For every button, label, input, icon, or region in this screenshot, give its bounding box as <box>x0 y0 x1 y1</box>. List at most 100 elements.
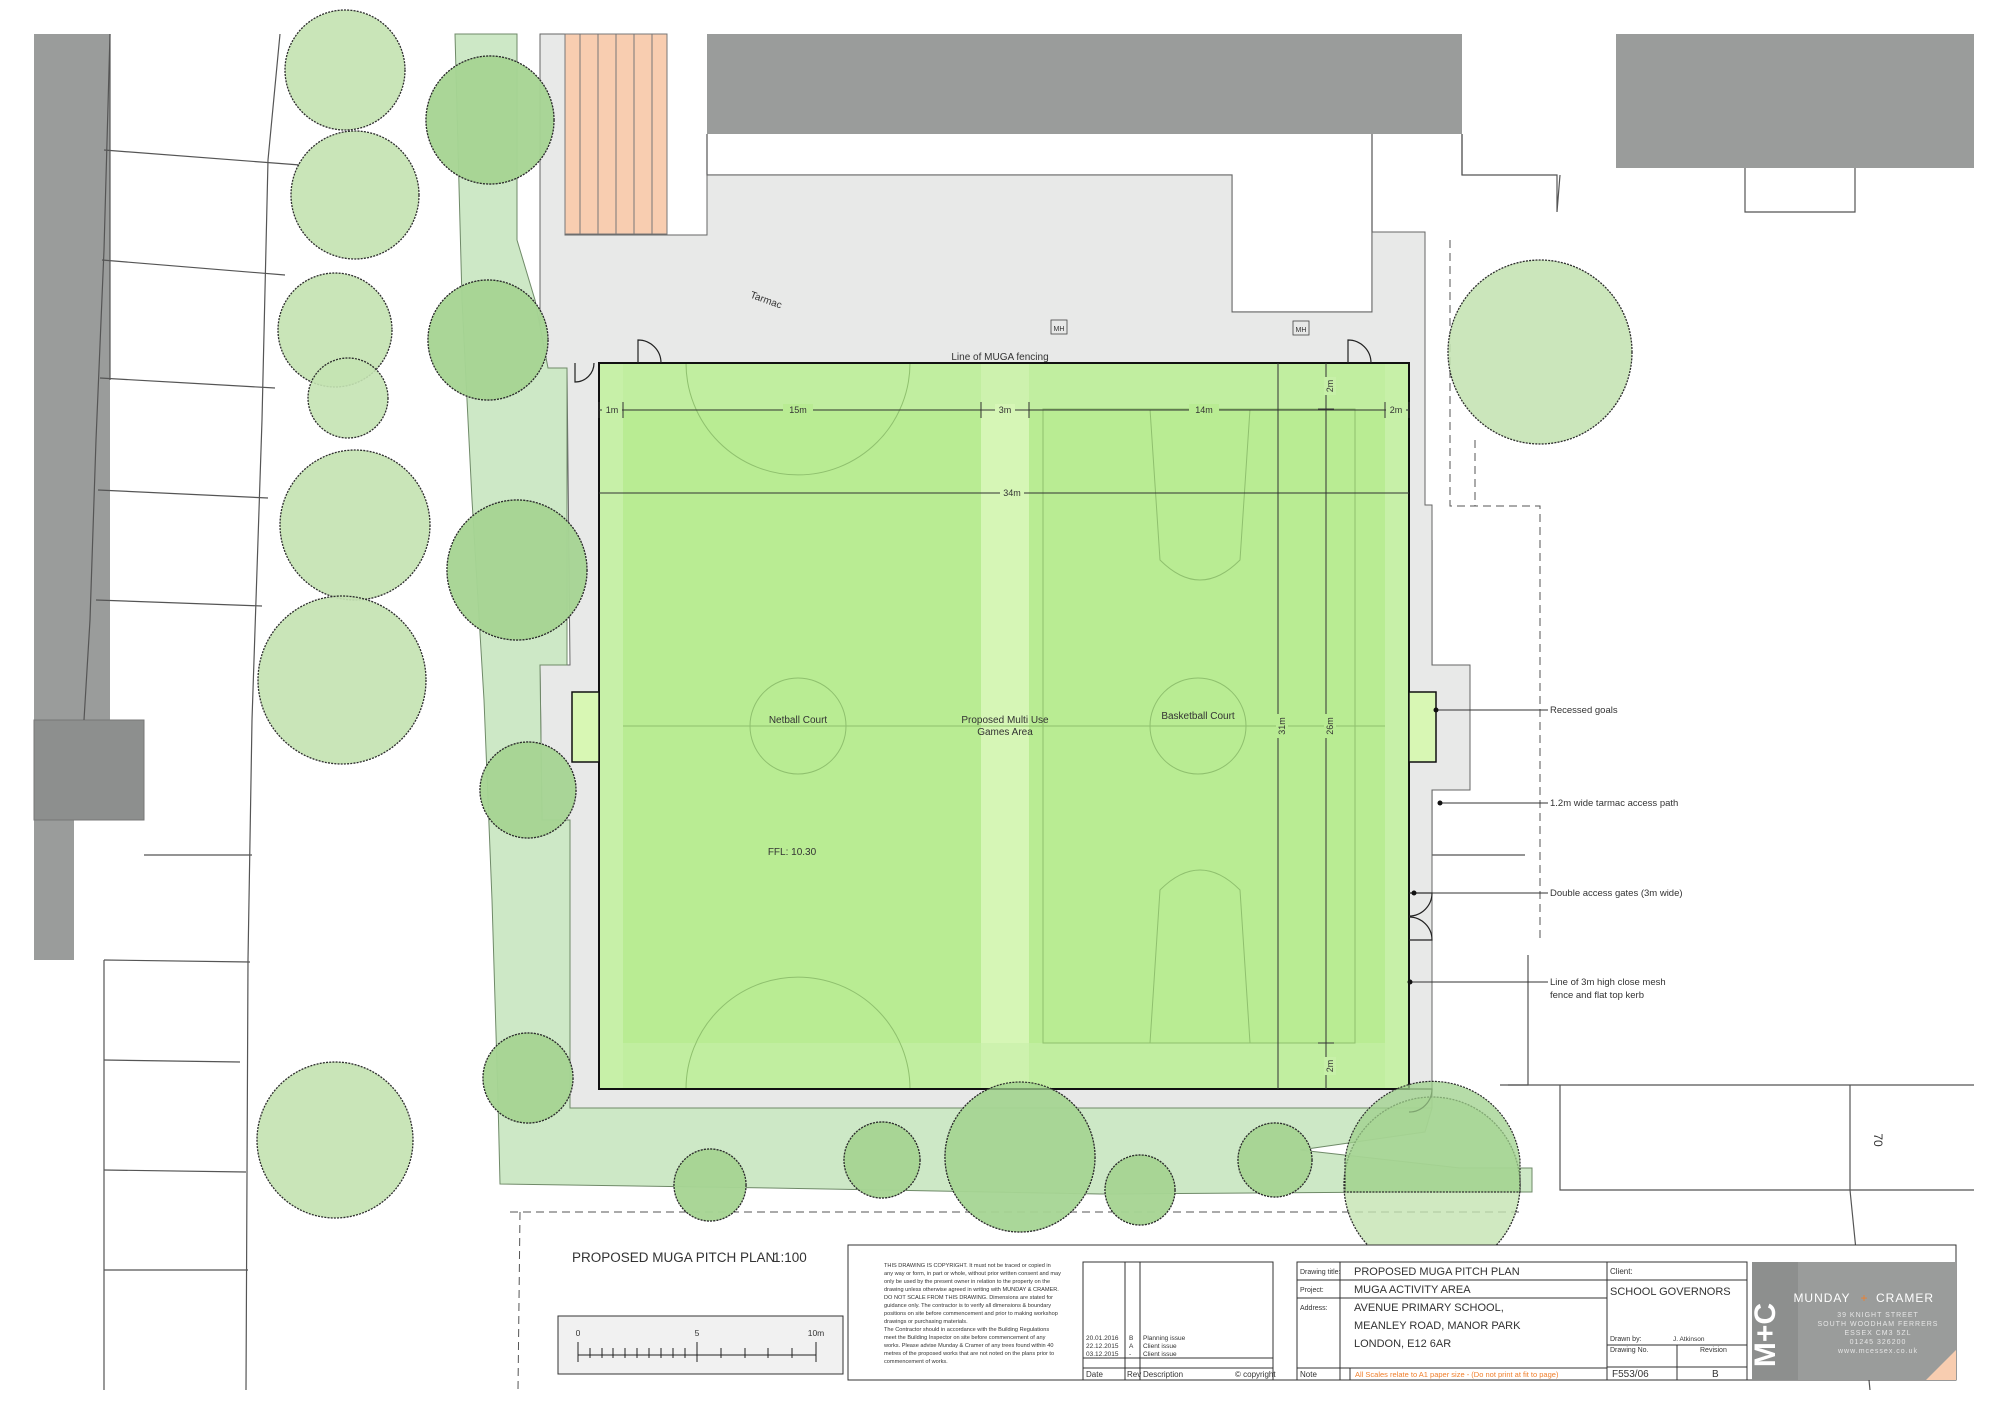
tree <box>482 1032 574 1124</box>
address-line-3: LONDON, E12 6AR <box>1354 1338 1451 1350</box>
svg-text:Drawing No.: Drawing No. <box>1610 1347 1649 1354</box>
drawing-details: Drawing title: PROPOSED MUGA PITCH PLAN … <box>1300 1266 1731 1380</box>
drawing-number: F553/06 <box>1612 1369 1649 1380</box>
ffl-label: FFL: 10.30 <box>768 847 817 858</box>
recessed-goal-east <box>1408 691 1437 763</box>
dim-2m-east: 2m <box>1390 405 1403 415</box>
svg-text:commencement of works.: commencement of works. <box>884 1359 948 1365</box>
svg-text:The Contractor should in accor: The Contractor should in accordance with… <box>884 1327 1049 1333</box>
tree <box>479 741 577 839</box>
tree <box>257 595 427 765</box>
svg-text:Address:: Address: <box>1300 1305 1328 1312</box>
tree <box>256 1061 414 1219</box>
svg-text:positions on site before comme: positions on site before commencement an… <box>884 1311 1058 1317</box>
svg-text:J. Atkinson: J. Atkinson <box>1673 1336 1705 1343</box>
gates <box>574 339 1433 1113</box>
svg-text:A: A <box>1129 1343 1134 1350</box>
tree <box>284 9 406 131</box>
scale-tick-10: 10m <box>808 1328 825 1338</box>
fence-line-label: Line of MUGA fencing <box>951 352 1048 363</box>
tree <box>1104 1154 1176 1226</box>
basketball-court-label: Basketball Court <box>1161 711 1235 722</box>
svg-text:20.01.2016: 20.01.2016 <box>1086 1335 1119 1342</box>
pitch-run-off-south <box>623 1043 1385 1089</box>
cycle-shelter <box>564 33 668 235</box>
svg-text:Client issue: Client issue <box>1143 1343 1177 1350</box>
tree-canopy-overlaps <box>425 55 1521 1233</box>
pitch-run-off-east <box>1385 363 1409 1089</box>
plan-scale: 1:100 <box>773 1250 807 1265</box>
manhole-2: MH <box>1292 320 1310 336</box>
svg-text:MH: MH <box>1296 327 1307 334</box>
pitch-run-off-west <box>599 363 623 1089</box>
company-plus: + <box>1860 1291 1867 1305</box>
svg-text:DO NOT SCALE FROM THIS DRAWING: DO NOT SCALE FROM THIS DRAWING. Dimensio… <box>884 1295 1053 1301</box>
tree <box>277 272 393 388</box>
svg-text:39 KNIGHT STREET: 39 KNIGHT STREET <box>1837 1312 1919 1319</box>
tree <box>290 130 420 260</box>
dim-2m-bottom: 2m <box>1325 1060 1335 1073</box>
dim-2m-top: 2m <box>1325 380 1335 393</box>
muga-label-line1: Proposed Multi Use <box>961 715 1049 726</box>
tree <box>425 55 555 185</box>
plan-title-block: PROPOSED MUGA PITCH PLAN 1:100 0 5 10m <box>557 1250 844 1375</box>
netball-court-label: Netball Court <box>769 715 828 726</box>
svg-text:Planning issue: Planning issue <box>1143 1335 1186 1342</box>
scale-bar-box <box>557 1315 844 1375</box>
pitch-run-off-north <box>623 363 1385 409</box>
annotation-access-path: 1.2m wide tarmac access path <box>1550 798 1678 809</box>
dim-34m: 34m <box>1003 488 1021 498</box>
copyright-notes: THIS DRAWING IS COPYRIGHT. It must not b… <box>883 1263 1061 1365</box>
drawing-title: PROPOSED MUGA PITCH PLAN <box>1354 1266 1520 1278</box>
svg-text:www.mcessex.co.uk: www.mcessex.co.uk <box>1837 1348 1918 1355</box>
revision-letter: B <box>1712 1369 1719 1380</box>
existing-buildings <box>33 34 1974 960</box>
svg-text:22.12.2015: 22.12.2015 <box>1086 1343 1119 1350</box>
scale-bar <box>577 1342 817 1362</box>
tree <box>427 279 549 401</box>
svg-text:SOUTH WOODHAM FERRERS: SOUTH WOODHAM FERRERS <box>1818 1321 1939 1328</box>
svg-text:THIS DRAWING IS COPYRIGHT. It: THIS DRAWING IS COPYRIGHT. It must not b… <box>884 1263 1051 1269</box>
tree <box>446 499 588 641</box>
tree <box>1344 1080 1521 1193</box>
svg-text:Project:: Project: <box>1300 1287 1324 1294</box>
tree <box>1237 1122 1313 1198</box>
svg-text:Note: Note <box>1300 1370 1317 1379</box>
building-northeast <box>1616 34 1974 168</box>
svg-text:Drawn by:: Drawn by: <box>1610 1336 1642 1343</box>
company-name-1: MUNDAY <box>1793 1291 1850 1305</box>
title-block: THIS DRAWING IS COPYRIGHT. It must not b… <box>847 1244 1957 1381</box>
svg-text:meet the Building Inspector on: meet the Building Inspector on site befo… <box>884 1335 1046 1341</box>
address-line-2: MEANLEY ROAD, MANOR PARK <box>1354 1320 1521 1332</box>
logo-triangle-icon <box>1926 1350 1956 1380</box>
logo-monogram-icon: M+C <box>1749 1303 1782 1367</box>
dim-31m: 31m <box>1277 717 1287 735</box>
svg-text:drawings or purchasing materia: drawings or purchasing materials. <box>884 1319 968 1325</box>
svg-text:only be used by the present ow: only be used by the present owner in rel… <box>884 1279 1050 1285</box>
tree <box>944 1081 1096 1233</box>
svg-text:works. Please advise Munday &: works. Please advise Munday & Cramer of … <box>883 1343 1053 1349</box>
annotation-fence-line1: Line of 3m high close mesh <box>1550 977 1666 988</box>
svg-text:Drawing title:: Drawing title: <box>1300 1269 1341 1276</box>
dim-26m: 26m <box>1325 717 1335 735</box>
svg-text:B: B <box>1129 1335 1133 1342</box>
svg-text:Date: Date <box>1086 1370 1103 1379</box>
company-name-2: CRAMER <box>1876 1291 1934 1305</box>
annotations: Recessed goals 1.2m wide tarmac access p… <box>1407 705 1683 1001</box>
svg-text:Revision: Revision <box>1700 1347 1727 1354</box>
svg-text:Client:: Client: <box>1610 1267 1633 1276</box>
svg-text:MH: MH <box>1054 326 1065 333</box>
svg-text:-: - <box>1129 1351 1131 1358</box>
recessed-goal-west <box>571 691 600 763</box>
svg-text:guidance only. The contractor: guidance only. The contractor is to veri… <box>884 1303 1051 1309</box>
dim-1m: 1m <box>606 405 619 415</box>
dimension-labels: 1m 15m 3m 14m 2m 34m 31m 26m 2m 2m <box>602 377 1406 1075</box>
tree <box>843 1121 921 1199</box>
building-north <box>707 34 1462 134</box>
svg-text:Rev: Rev <box>1127 1370 1141 1379</box>
plot-number: 70 <box>1871 1133 1885 1147</box>
annotation-recessed-goals: Recessed goals <box>1550 705 1618 716</box>
scale-tick-0: 0 <box>576 1328 581 1338</box>
muga-pitch <box>571 339 1437 1113</box>
